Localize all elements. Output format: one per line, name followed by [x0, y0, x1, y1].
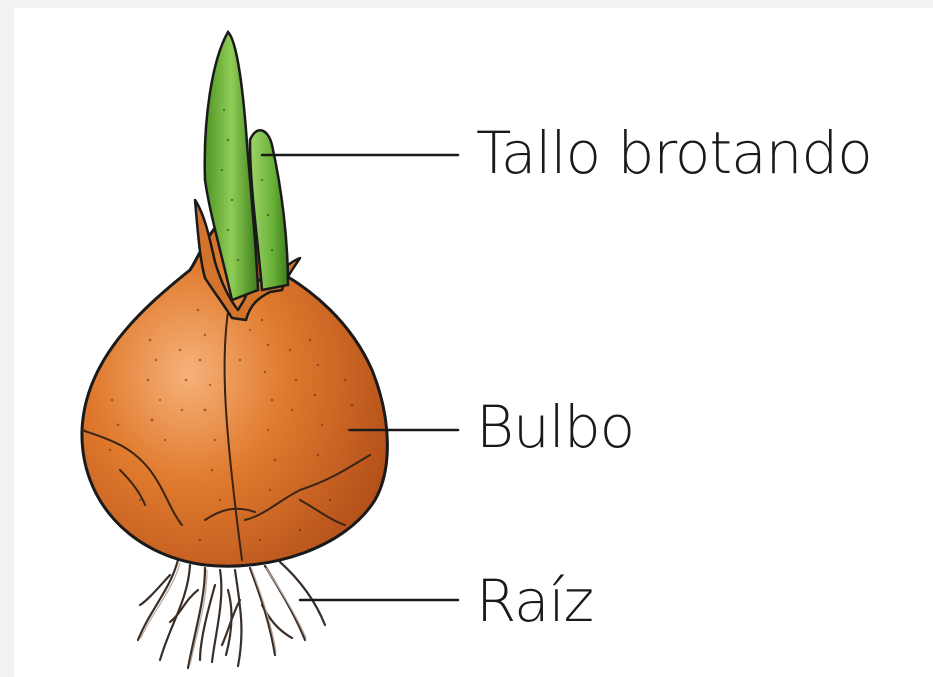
label-sprouting-stem: Tallo brotando — [476, 124, 872, 182]
label-root: Raíz — [476, 572, 593, 630]
label-bulb: Bulbo — [476, 398, 634, 456]
roots — [138, 560, 325, 668]
